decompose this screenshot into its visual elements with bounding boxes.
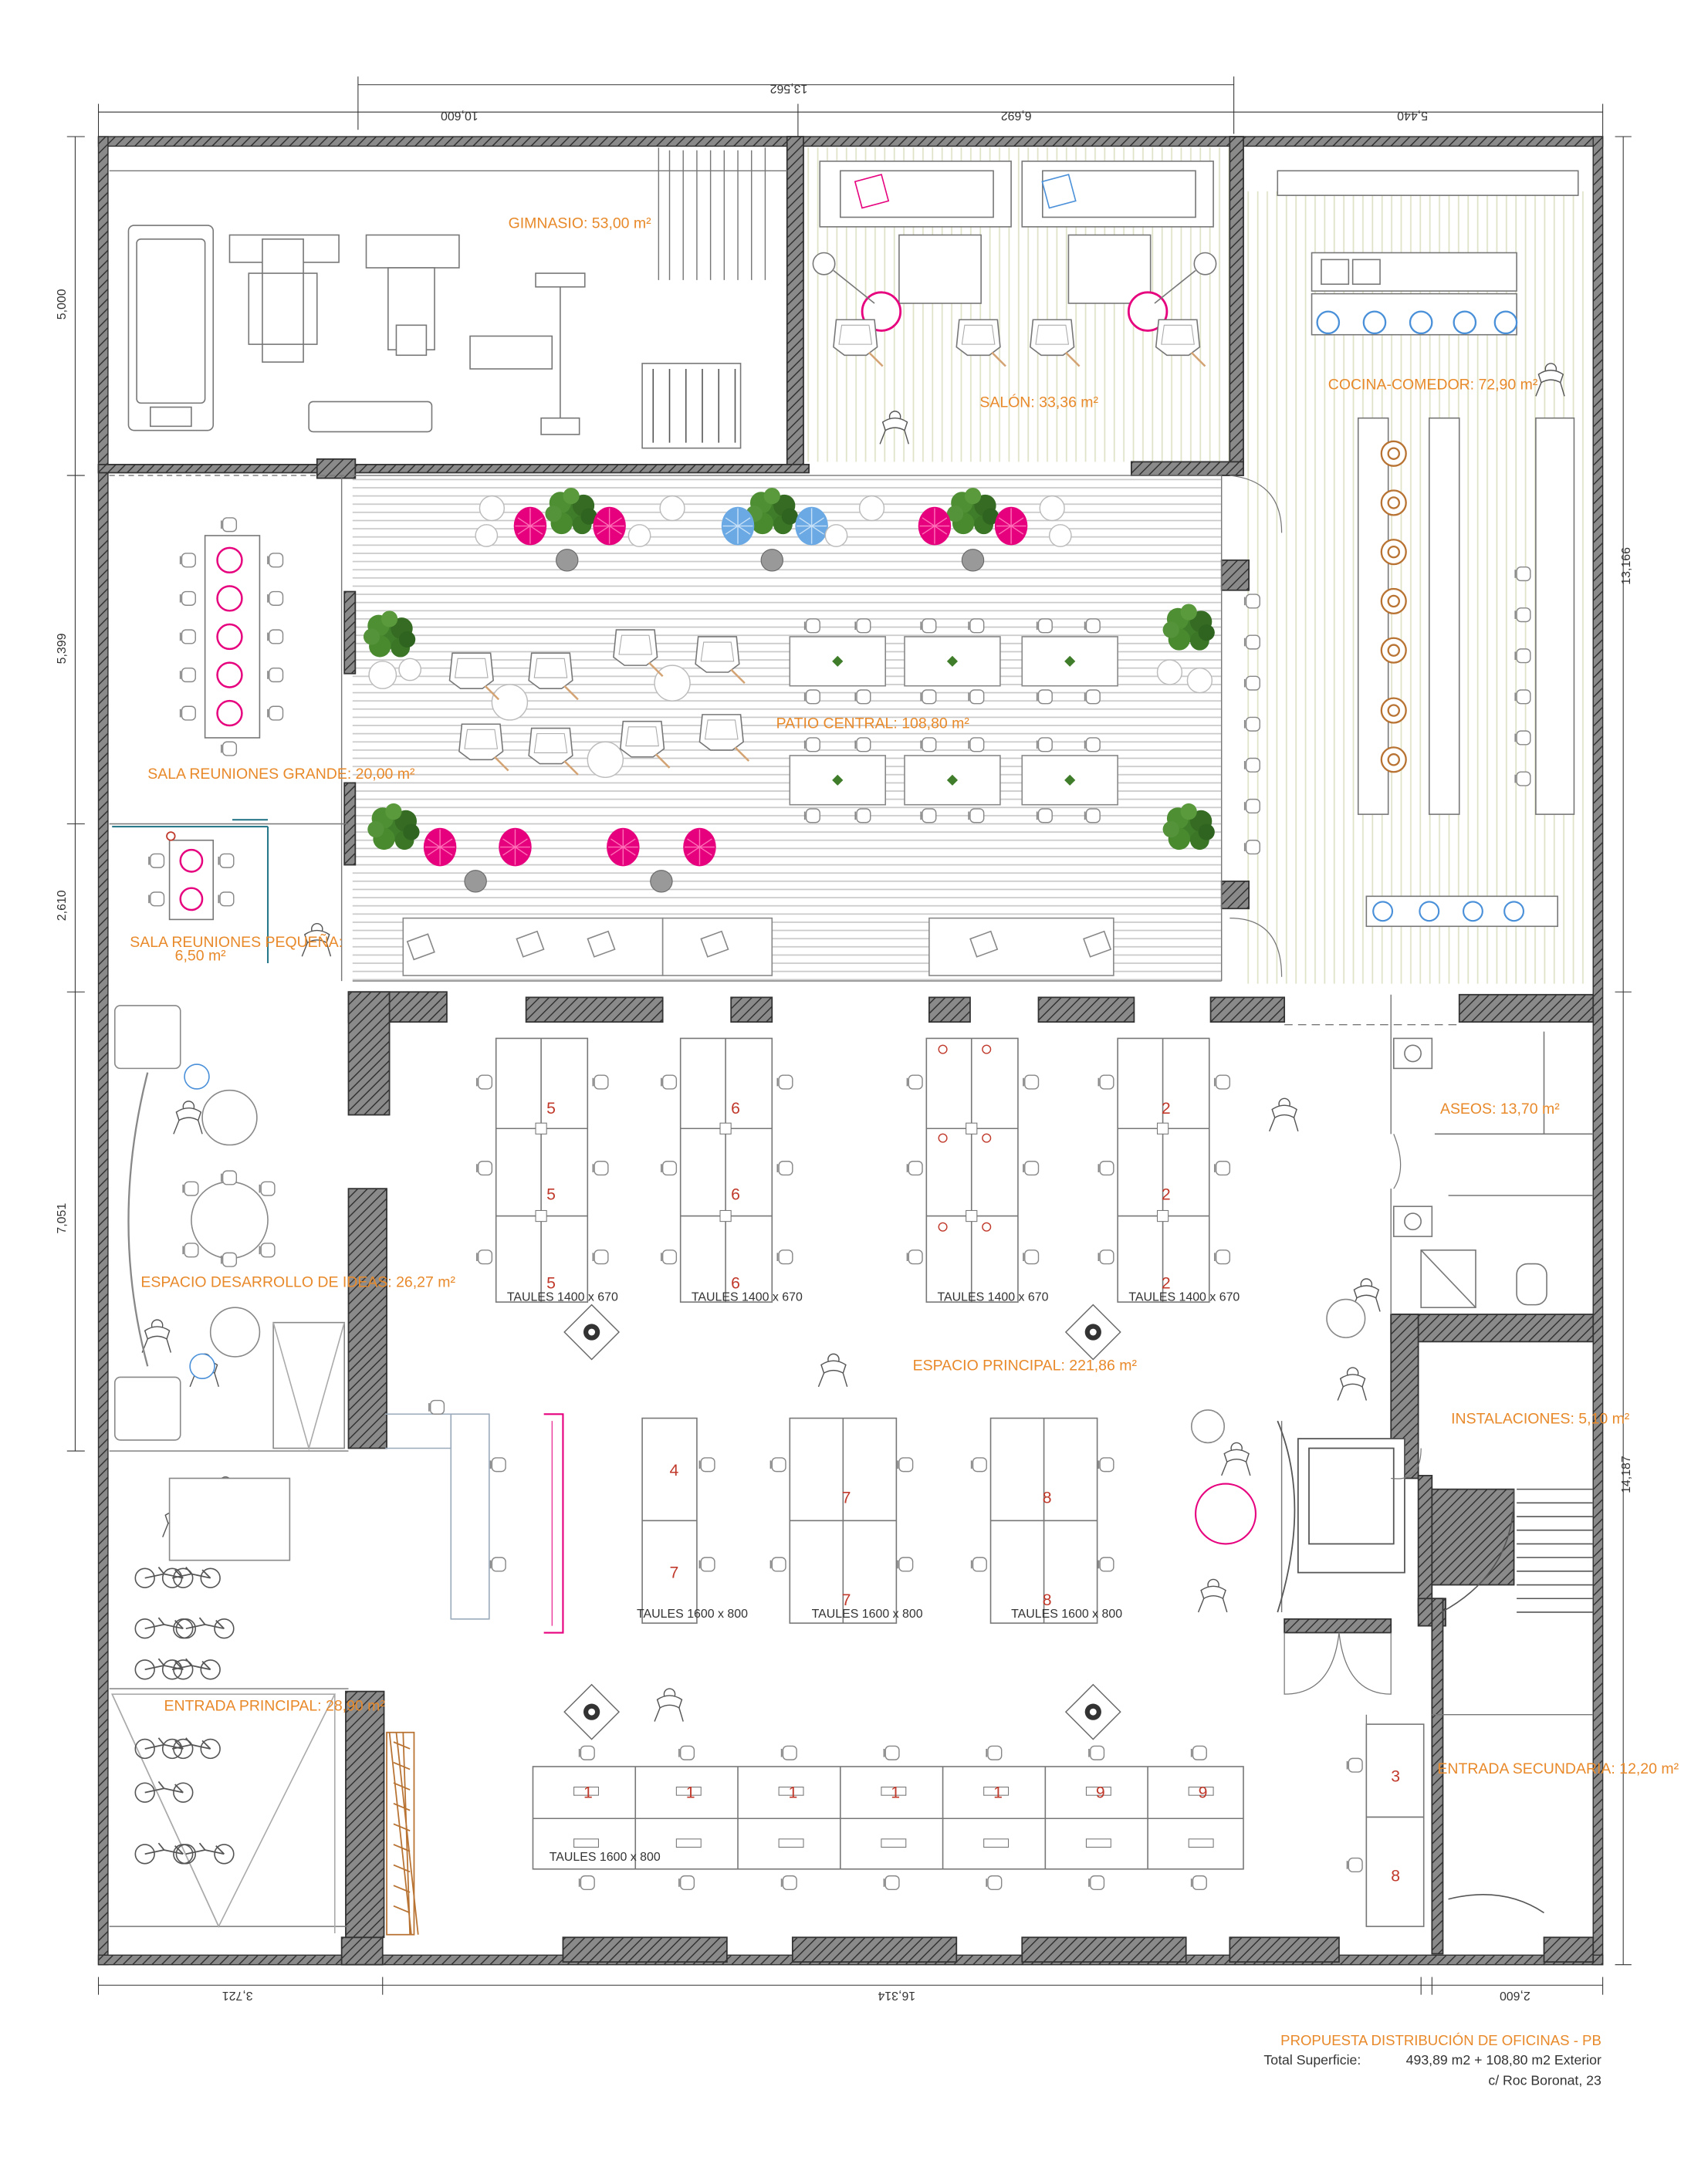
title-block-address: c/ Roc Boronat, 23 <box>1488 2072 1601 2088</box>
table-label: TAULES 1600 x 800 <box>812 1608 923 1621</box>
title-block-title: PROPUESTA DISTRIBUCIÓN DE OFICINAS - PB <box>1280 2032 1601 2048</box>
dim-bottom-c: 2,600 <box>1500 1989 1530 2002</box>
outer-walls <box>97 136 1604 1966</box>
kitchen-bar-stools <box>1372 901 1525 922</box>
large-meeting-table <box>204 535 261 739</box>
dim-left-d: 7,051 <box>56 1203 69 1234</box>
desk-number: 8 <box>1391 1867 1400 1885</box>
desk-number: 1 <box>993 1784 1003 1802</box>
label-entrada-secundaria: ENTRADA SECUNDARIA: 12,20 m² <box>1437 1760 1679 1777</box>
label-entrada-principal: ENTRADA PRINCIPAL: 28,90 m² <box>164 1697 386 1714</box>
elevator <box>1277 1420 1405 1613</box>
desk-number: 8 <box>1043 1591 1052 1609</box>
interior-lines <box>109 147 1594 1927</box>
patio-grey-stools <box>464 549 985 893</box>
label-sala-pequena: SALA REUNIONES PEQUEÑA: <box>130 932 343 951</box>
entrance-stairs <box>386 1731 419 1936</box>
desk-sockets <box>535 1122 1214 1848</box>
title-block-surface-label: Total Superficie: <box>1263 2052 1361 2068</box>
small-meeting-table <box>166 831 215 921</box>
kitchen-furniture <box>1277 170 1579 928</box>
label-gimnasio: GIMNASIO: 53,00 m² <box>509 215 652 232</box>
dim-left-c: 2,610 <box>56 890 69 921</box>
kitchen-stools <box>1380 440 1407 773</box>
label-espacio-ideas: ESPACIO DESARROLLO DE IDEAS: 26,27 m² <box>140 1274 455 1291</box>
desk-number: 6 <box>731 1185 740 1203</box>
desk-number: 9 <box>1096 1784 1105 1802</box>
desk-number: 5 <box>546 1099 556 1118</box>
table-label: TAULES 1600 x 800 <box>550 1851 661 1864</box>
dim-top-c: 5,440 <box>1397 109 1428 122</box>
table-label: TAULES 1400 x 670 <box>507 1290 618 1304</box>
label-sala-grande: SALA REUNIONES GRANDE: 20,00 m² <box>147 766 415 783</box>
label-salon: SALÓN: 33,36 m² <box>979 394 1098 411</box>
salon-furniture <box>812 161 1217 332</box>
dim-bottom-a: 3,721 <box>222 1989 253 2002</box>
desk-number: 1 <box>891 1784 900 1802</box>
label-patio: PATIO CENTRAL: 108,80 m² <box>776 715 970 732</box>
desk-number: 4 <box>670 1461 679 1479</box>
table-label: TAULES 1600 x 800 <box>1011 1608 1122 1621</box>
desk-number: 7 <box>842 1591 851 1609</box>
table-label: TAULES 1400 x 670 <box>937 1290 1048 1304</box>
small-meeting-partition <box>112 819 269 964</box>
bench-magenta <box>543 1413 564 1634</box>
desk-number: 2 <box>1162 1185 1171 1203</box>
table-label: TAULES 1400 x 670 <box>1128 1290 1240 1304</box>
desk-number: 1 <box>686 1784 695 1802</box>
dim-top-total: 13,562 <box>769 82 807 95</box>
dim-left-a: 5,000 <box>56 289 69 320</box>
desk-number: 5 <box>546 1185 556 1203</box>
label-aseos: ASEOS: 13,70 m² <box>1440 1101 1560 1118</box>
dim-bottom-b: 16,314 <box>878 1989 915 2002</box>
desk-number: 6 <box>731 1273 740 1292</box>
desk-number: 2 <box>1162 1099 1171 1118</box>
toilets <box>1392 1031 1594 1308</box>
desk-number: 8 <box>1043 1488 1052 1507</box>
table-label: TAULES 1400 x 670 <box>692 1290 803 1304</box>
patio-benches <box>402 917 1114 976</box>
doors <box>1229 475 1422 1695</box>
gym-equipment <box>127 225 742 449</box>
desk-number: 3 <box>1391 1767 1400 1785</box>
desk-blocks <box>385 1037 1425 1927</box>
desk-number: 1 <box>789 1784 798 1802</box>
label-cocina: COCINA-COMEDOR: 72,90 m² <box>1328 377 1538 394</box>
dim-right-a: 13,166 <box>1620 547 1633 585</box>
ideas-furniture <box>110 1005 345 1933</box>
label-espacio-principal: ESPACIO PRINCIPAL: 221,86 m² <box>913 1358 1138 1375</box>
round-side-table <box>1190 1409 1226 1444</box>
desk-markers <box>938 1044 992 1232</box>
desk-number: 7 <box>842 1488 851 1507</box>
desk-number: 2 <box>1162 1273 1171 1292</box>
round-table-right <box>1326 1298 1366 1338</box>
desk-number: 7 <box>670 1564 679 1582</box>
dim-top-b: 6,692 <box>1001 109 1032 122</box>
round-table-magenta <box>1195 1483 1257 1545</box>
dim-top-a: 10,600 <box>441 109 479 122</box>
desk-number: 9 <box>1199 1784 1208 1802</box>
title-block-surface-value: 493,89 m2 + 108,80 m2 Exterior <box>1406 2052 1601 2068</box>
patio-side-tables <box>368 495 1213 779</box>
table-label: TAULES 1600 x 800 <box>637 1608 748 1621</box>
label-instalaciones: INSTALACIONES: 5,10 m² <box>1451 1411 1630 1428</box>
dimension-lines <box>66 76 1632 1995</box>
dim-right-b: 14,187 <box>1620 1456 1633 1493</box>
stairs-secondary <box>1441 1488 1594 1914</box>
desk-number: 1 <box>583 1784 593 1802</box>
label-sala-pequena-area: 6,50 m² <box>175 948 227 965</box>
dim-left-b: 5,399 <box>56 633 69 664</box>
desk-number: 6 <box>731 1099 740 1118</box>
desk-number: 5 <box>546 1273 556 1292</box>
